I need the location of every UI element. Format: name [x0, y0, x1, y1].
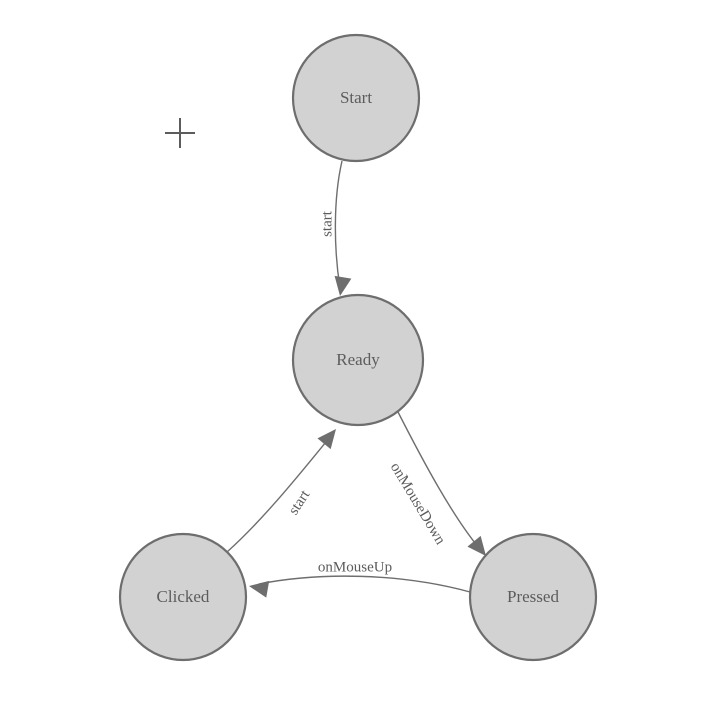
state-node-circle[interactable] [118, 532, 248, 662]
edge-line [258, 575, 471, 593]
edge-start-ready[interactable] [332, 160, 352, 297]
state-node-circle[interactable] [291, 33, 421, 163]
edges-layer [226, 160, 493, 598]
state-node-pressed[interactable]: Pressed [468, 532, 598, 662]
edge-label-edge-ready-pressed: onMouseDown [387, 460, 449, 548]
state-node-circle[interactable] [291, 293, 425, 427]
edge-line [226, 436, 331, 553]
state-node-clicked[interactable]: Clicked [118, 532, 248, 662]
edge-pressed-clicked[interactable] [248, 575, 471, 598]
arrowhead-icon [317, 429, 336, 450]
state-node-label: Clicked [157, 587, 210, 606]
state-node-label: Ready [336, 350, 380, 369]
state-node-ready[interactable]: Ready [291, 293, 425, 427]
arrowhead-icon [334, 275, 352, 296]
edge-label-edge-start-ready: start [319, 210, 335, 237]
crosshair-marker [165, 118, 195, 148]
state-node-label: Start [340, 88, 372, 107]
state-node-circle[interactable] [468, 532, 598, 662]
edge-line [397, 411, 480, 549]
state-node-label: Pressed [507, 587, 559, 606]
markers-layer [165, 118, 195, 148]
edge-clicked-ready[interactable] [226, 424, 343, 553]
edge-ready-pressed[interactable] [397, 411, 493, 561]
arrowhead-icon [249, 580, 270, 598]
edge-line [334, 160, 343, 289]
arrowhead-icon [467, 535, 486, 556]
state-node-start[interactable]: Start [291, 33, 421, 163]
edge-label-edge-clicked-ready: start [286, 487, 314, 518]
edge-label-edge-pressed-clicked: onMouseUp [318, 559, 392, 575]
